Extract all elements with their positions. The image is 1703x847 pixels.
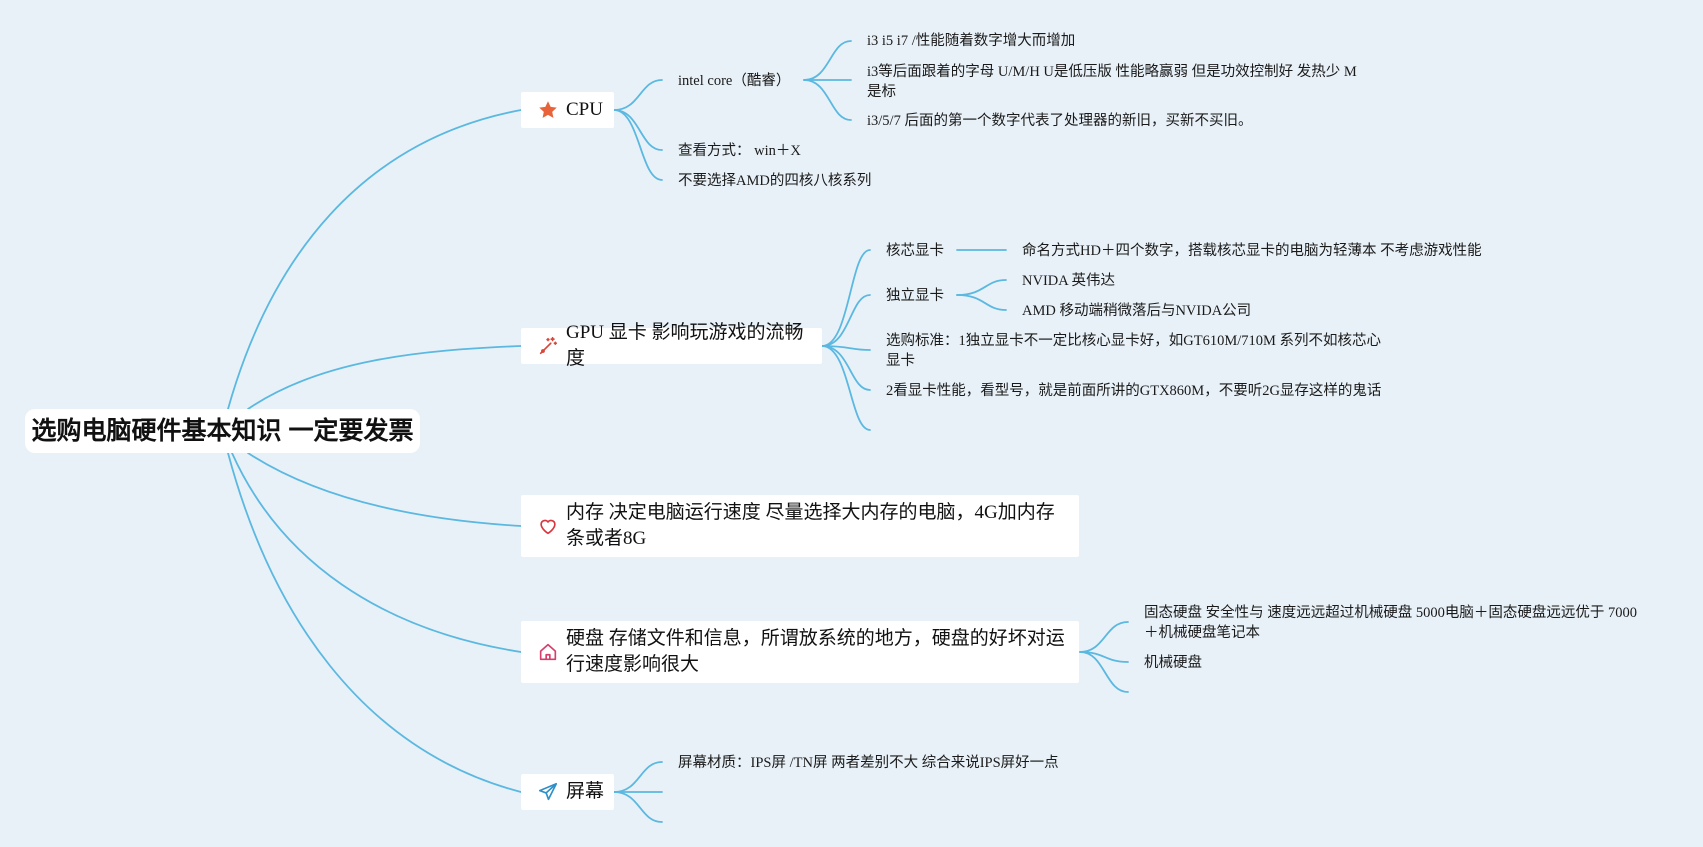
link-root-memory <box>247 452 522 527</box>
link-gpu-empty <box>821 345 871 431</box>
cpu-intel-core[interactable]: intel core（酷睿） <box>678 73 791 89</box>
link-intel-3 <box>803 79 852 121</box>
topic-cpu-label: CPU <box>566 99 603 120</box>
gpu-criteria-2[interactable]: 2看显卡性能，看型号，就是前面所讲的GTX860M，不要听2G显存这样的鬼话 <box>886 383 1382 399</box>
gpu-nvida[interactable]: NVIDA 英伟达 <box>1022 273 1116 289</box>
home-icon <box>537 641 559 663</box>
topic-screen[interactable]: 屏幕 <box>521 774 614 810</box>
gpu-amd[interactable]: AMD 移动端稍微落后与NVIDA公司 <box>1022 303 1252 319</box>
link-intel-1 <box>803 40 852 81</box>
link-discrete-amd <box>956 294 1007 311</box>
link-root-disk <box>231 452 522 653</box>
gpu-discrete[interactable]: 独立显卡 <box>886 288 944 304</box>
disk-hdd[interactable]: 机械硬盘 <box>1144 655 1202 671</box>
paper-plane-icon <box>537 781 559 803</box>
link-disk-empty <box>1079 651 1129 693</box>
gpu-integrated[interactable]: 核芯显卡 <box>886 243 944 259</box>
link-gpu-criteria2 <box>821 345 871 391</box>
link-cpu-intel <box>613 79 663 111</box>
gpu-criteria-1[interactable]: 选购标准：1独立显卡不一定比核心显卡好，如GT610M/710M 系列不如核芯心… <box>886 333 1382 369</box>
link-cpu-amd <box>613 109 663 181</box>
link-discrete-nvida <box>956 279 1007 296</box>
topic-disk-label: 硬盘 存储文件和信息，所谓放系统的地方，硬盘的好坏对运行速度影响很大 <box>566 628 1065 675</box>
link-gpu-integrated <box>821 249 871 347</box>
topic-cpu[interactable]: CPU <box>521 92 614 128</box>
link-screen-empty2 <box>613 791 663 823</box>
heart-icon <box>537 515 559 537</box>
link-root-cpu <box>227 109 522 410</box>
screen-material[interactable]: 屏幕材质：IPS屏 /TN屏 两者差别不大 综合来说IPS屏好一点 <box>678 755 1059 771</box>
topic-disk[interactable]: 硬盘 存储文件和信息，所谓放系统的地方，硬盘的好坏对运行速度影响很大 <box>521 621 1079 683</box>
root-topic[interactable]: 选购电脑硬件基本知识 一定要发票 <box>25 409 420 453</box>
link-disk-ssd <box>1079 621 1129 653</box>
link-root-gpu <box>247 345 522 410</box>
topic-memory-label: 内存 决定电脑运行速度 尽量选择大内存的电脑，4G加内存条或者8G <box>566 502 1055 549</box>
topic-screen-label: 屏幕 <box>566 781 605 802</box>
cpu-intel-item-2[interactable]: i3等后面跟着的字母 U/M/H U是低压版 性能略赢弱 但是功效控制好 发热少… <box>867 64 1357 100</box>
link-cpu-check <box>613 109 663 151</box>
magic-wand-icon <box>537 335 559 357</box>
topic-memory[interactable]: 内存 决定电脑运行速度 尽量选择大内存的电脑，4G加内存条或者8G <box>521 495 1079 557</box>
link-gpu-discrete <box>821 294 871 347</box>
cpu-amd-note[interactable]: 不要选择AMD的四核八核系列 <box>678 173 872 189</box>
disk-ssd[interactable]: 固态硬盘 安全性与 速度远远超过机械硬盘 5000电脑＋固态硬盘远远优于 700… <box>1144 605 1637 641</box>
gpu-integrated-note[interactable]: 命名方式HD＋四个数字，搭载核芯显卡的电脑为轻薄本 不考虑游戏性能 <box>1022 243 1482 259</box>
topic-gpu-label: GPU 显卡 影响玩游戏的流畅度 <box>566 322 804 369</box>
cpu-intel-item-3[interactable]: i3/5/7 后面的第一个数字代表了处理器的新旧，买新不买旧。 <box>867 113 1253 129</box>
cpu-check-method[interactable]: 查看方式： win＋X <box>678 143 801 159</box>
topic-gpu[interactable]: GPU 显卡 影响玩游戏的流畅度 <box>521 322 822 369</box>
link-screen-material <box>613 761 663 793</box>
cpu-intel-item-1[interactable]: i3 i5 i7 /性能随着数字增大而增加 <box>867 33 1076 49</box>
star-icon <box>537 99 559 121</box>
link-root-screen <box>227 452 522 793</box>
